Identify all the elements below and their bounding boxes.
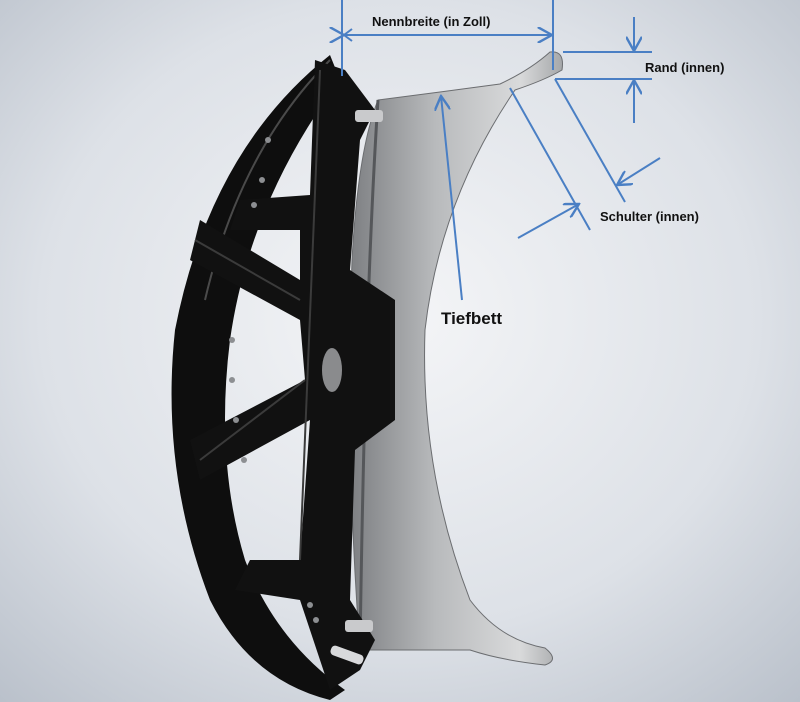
valve-clip-top <box>355 110 383 122</box>
annotation-lines <box>342 0 661 301</box>
label-shoulder: Schulter (innen) <box>600 209 699 224</box>
label-nominal-width: Nennbreite (in Zoll) <box>372 14 491 29</box>
center-cap <box>322 348 342 392</box>
shoulder-extension-2 <box>554 78 626 203</box>
shoulder-arrow-1 <box>617 157 661 185</box>
wheel-outer-ring <box>171 55 345 700</box>
wheel-spokes <box>190 60 395 690</box>
tiefbett-arrow <box>441 96 463 301</box>
shoulder-arrow-2 <box>517 204 579 239</box>
label-drop-center: Tiefbett <box>441 309 503 328</box>
label-rim-flange: Rand (innen) <box>645 60 725 75</box>
rim-bolts <box>229 137 319 623</box>
valve-stem <box>330 645 364 665</box>
valve-clip-bottom <box>345 620 373 632</box>
